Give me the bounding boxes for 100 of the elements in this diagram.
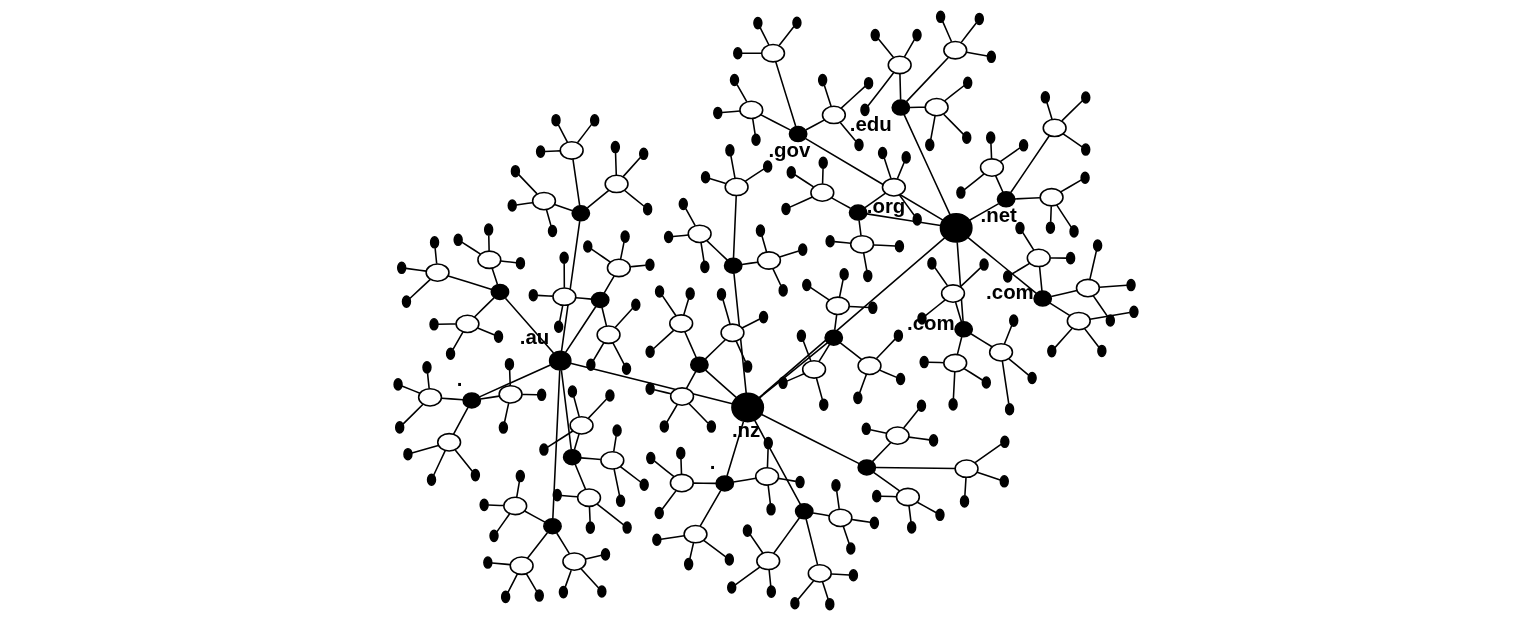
connector (962, 367, 983, 381)
node-circle (1046, 344, 1056, 358)
node-circle (589, 114, 599, 127)
node-circle (528, 288, 538, 302)
node-circle (953, 321, 973, 338)
connector (999, 147, 1021, 163)
node-circle (478, 498, 489, 512)
node-circle (642, 202, 652, 216)
node-circle (763, 436, 773, 450)
connector (1038, 265, 1043, 292)
connector (838, 279, 844, 298)
node-circle (848, 568, 858, 582)
connector (659, 535, 685, 540)
node-ellipse (738, 100, 763, 120)
node-ellipse (881, 177, 906, 197)
connector (740, 261, 758, 266)
connector (573, 463, 586, 491)
node-circle (1040, 91, 1050, 104)
node-circle (861, 422, 871, 436)
node-ellipse (723, 177, 749, 197)
connector (929, 115, 936, 141)
node-circle (1125, 278, 1136, 292)
node-circle (926, 257, 937, 270)
connector (732, 272, 747, 395)
node-circle (1004, 402, 1014, 416)
connector (490, 267, 498, 286)
connector (574, 296, 592, 300)
node-circle (645, 451, 655, 465)
node-circle (900, 151, 911, 164)
node-ellipse (979, 158, 1004, 177)
connector (699, 241, 705, 263)
node-circle (999, 475, 1009, 488)
connector (685, 370, 696, 390)
node-circle (894, 239, 904, 253)
connector (1007, 358, 1029, 376)
node-circle (766, 585, 776, 598)
connector (584, 554, 602, 560)
connector (611, 342, 625, 365)
node-ellipse (1038, 187, 1064, 207)
connector (586, 189, 610, 209)
node-circle (758, 310, 768, 324)
node-ellipse (476, 250, 501, 270)
connector (517, 173, 538, 195)
connector (602, 275, 615, 294)
connector (560, 494, 578, 498)
connector (688, 542, 694, 560)
connector (499, 260, 517, 264)
connector (850, 518, 871, 524)
node-circle (421, 361, 432, 374)
connector (833, 313, 837, 331)
node-circle (1026, 371, 1037, 385)
connector (830, 197, 851, 210)
node-circle (426, 473, 436, 486)
node-circle (895, 372, 905, 386)
connector (661, 294, 677, 317)
connector (671, 234, 689, 238)
connector (653, 388, 672, 395)
connector (835, 490, 840, 510)
connector (729, 155, 736, 179)
node-circle (392, 378, 403, 391)
connector (732, 194, 737, 259)
connector (579, 568, 599, 589)
node-circle (610, 140, 620, 154)
connector (933, 266, 948, 287)
node-ellipse (497, 384, 523, 404)
node-ellipse (895, 487, 920, 507)
connector (1053, 327, 1073, 349)
node-circle (644, 258, 655, 272)
node-ellipse (1026, 248, 1051, 268)
connector (661, 489, 677, 510)
node-circle (824, 597, 834, 611)
connector (796, 580, 814, 601)
node-circle (999, 435, 1010, 449)
connector (766, 484, 771, 505)
connector (592, 341, 605, 362)
node-circle (729, 73, 739, 87)
node-circle (654, 285, 664, 298)
node-circle (797, 243, 807, 256)
connector (809, 286, 830, 301)
node-circle (590, 291, 610, 309)
node-ellipse (561, 552, 587, 572)
connector (942, 113, 964, 136)
connector (426, 372, 430, 390)
connector (954, 301, 962, 323)
node-circle (762, 160, 772, 173)
node-circle (585, 521, 595, 534)
node-ellipse (755, 551, 780, 571)
node-circle (534, 589, 544, 602)
connector (804, 517, 818, 566)
node-circle (452, 233, 463, 247)
connector (804, 137, 944, 221)
node-circle (716, 288, 726, 301)
connector (785, 373, 805, 382)
node-circle (962, 76, 972, 90)
node-circle (445, 347, 455, 361)
node-ellipse (568, 415, 594, 435)
node-circle (1032, 290, 1052, 307)
node-circle (493, 330, 503, 343)
connector (872, 244, 896, 247)
connector (865, 213, 941, 227)
